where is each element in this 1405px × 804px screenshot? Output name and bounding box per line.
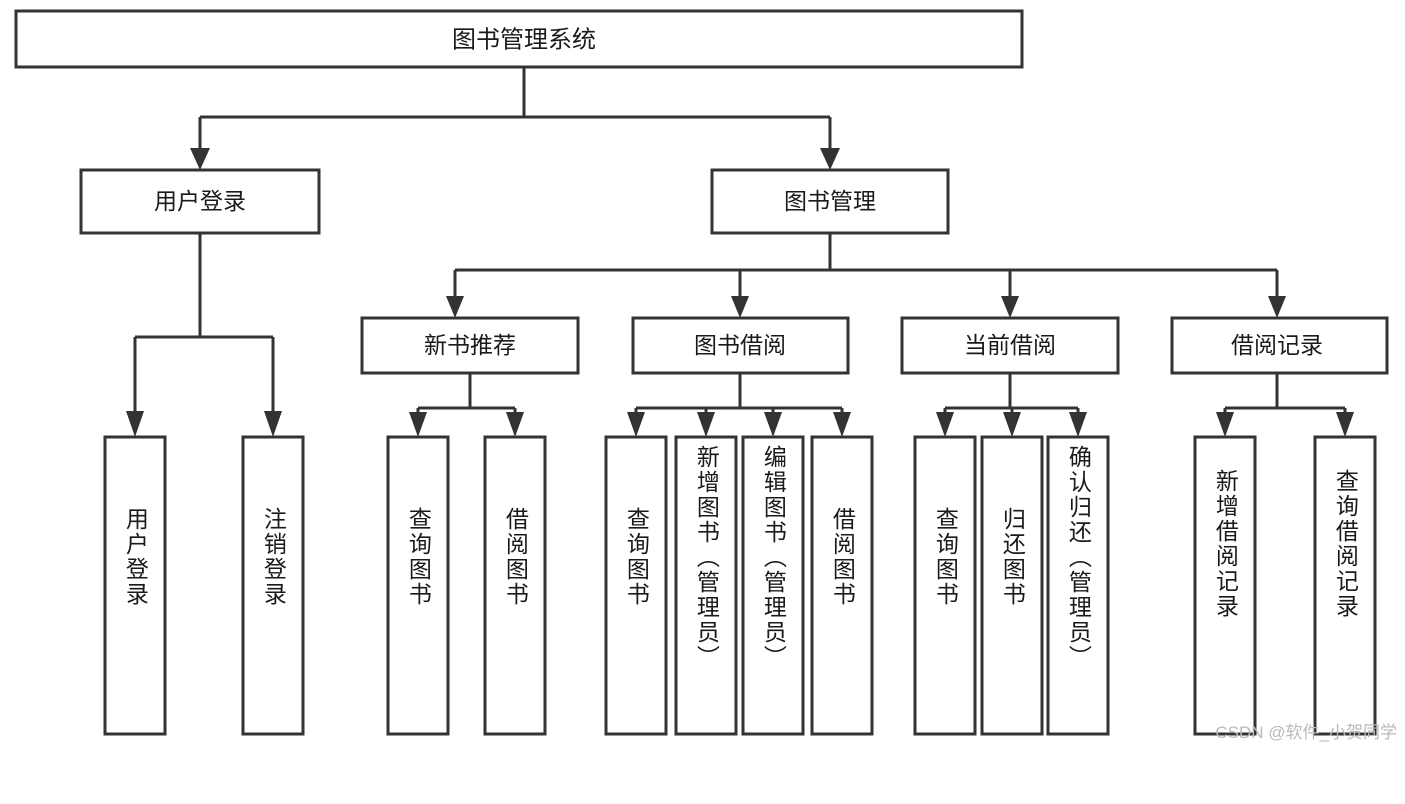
leaf-box-logout[interactable] <box>241 435 305 736</box>
node-borrow-record-box[interactable] <box>1170 316 1389 375</box>
node-current-borrow-box[interactable] <box>900 316 1120 375</box>
node-new-book-recommend-label: 新书推荐 <box>424 332 516 358</box>
arrow-to-leaf-edit-book <box>764 412 782 437</box>
arrow-to-book-borrow <box>731 296 749 318</box>
arrow-to-new-book <box>446 296 464 318</box>
leaf-box-group <box>103 435 1377 736</box>
node-borrow-record[interactable]: 借阅记录 <box>1170 316 1389 375</box>
node-borrow-record-label: 借阅记录 <box>1231 332 1323 358</box>
node-new-book-recommend[interactable]: 新书推荐 <box>360 316 580 375</box>
leaf-box-user-login[interactable] <box>103 435 167 736</box>
arrow-to-leaf-confirm-return <box>1069 412 1087 437</box>
leaf-box-add-book[interactable] <box>674 435 738 736</box>
edge-group-currentborrow-children <box>936 373 1087 437</box>
node-root-label: 图书管理系统 <box>452 26 596 53</box>
leaf-box-edit-book[interactable] <box>741 435 805 736</box>
edge-group-newbook-children <box>409 373 524 437</box>
node-book-borrow-box[interactable] <box>631 316 850 375</box>
node-current-borrow[interactable]: 当前借阅 <box>900 316 1120 375</box>
arrow-to-leaf-add-book <box>697 412 715 437</box>
leaf-box-query-book-3[interactable] <box>913 435 977 736</box>
arrow-to-book-manage <box>820 148 840 170</box>
node-user-login-label: 用户登录 <box>154 188 246 214</box>
arrow-to-leaf-logout <box>264 411 282 437</box>
edge-group-root-to-level1 <box>190 67 840 170</box>
leaf-box-add-record[interactable] <box>1193 435 1257 736</box>
arrow-to-leaf-return-book <box>1003 412 1021 437</box>
node-current-borrow-label: 当前借阅 <box>964 332 1056 358</box>
leaf-box-return-book[interactable] <box>980 435 1044 736</box>
node-book-borrow[interactable]: 图书借阅 <box>631 316 850 375</box>
node-book-manage-label: 图书管理 <box>784 188 876 214</box>
node-root-box[interactable] <box>14 9 1024 69</box>
arrow-to-user-login <box>190 148 210 170</box>
diagram-canvas: 图书管理系统 用户登录 图书管理 新书推荐 图书借阅 当前借阅 借阅记录 <box>14 9 1397 742</box>
leaf-box-query-book-1[interactable] <box>386 435 450 736</box>
edge-group-userlogin-children <box>126 233 282 437</box>
leaf-box-borrow-book-1[interactable] <box>483 435 547 736</box>
org-chart-svg: 图书管理系统 用户登录 图书管理 新书推荐 图书借阅 当前借阅 借阅记录 <box>14 9 1389 736</box>
arrow-to-leaf-query-book-1 <box>409 412 427 437</box>
node-user-login[interactable]: 用户登录 <box>79 168 321 235</box>
arrow-to-leaf-query-record <box>1336 412 1354 437</box>
arrow-to-leaf-query-book-3 <box>936 412 954 437</box>
arrow-to-borrow-record <box>1268 296 1286 318</box>
node-new-book-recommend-box[interactable] <box>360 316 580 375</box>
arrow-to-leaf-query-book-2 <box>627 412 645 437</box>
arrow-to-leaf-user-login <box>126 411 144 437</box>
arrow-to-current-borrow <box>1001 296 1019 318</box>
arrow-to-leaf-borrow-book-1 <box>506 412 524 437</box>
node-user-login-box[interactable] <box>79 168 321 235</box>
leaf-box-borrow-book-2[interactable] <box>810 435 874 736</box>
edge-group-borrowrecord-children <box>1216 373 1354 437</box>
arrow-to-leaf-add-record <box>1216 412 1234 437</box>
leaf-box-query-record[interactable] <box>1313 435 1377 736</box>
edge-group-bookmanage-to-level2 <box>446 233 1286 318</box>
node-book-borrow-label: 图书借阅 <box>694 332 786 358</box>
leaf-box-query-book-2[interactable] <box>604 435 668 736</box>
edge-group-bookborrow-children <box>627 373 851 437</box>
leaf-box-confirm-return[interactable] <box>1046 435 1110 736</box>
node-book-manage-box[interactable] <box>710 168 950 235</box>
arrow-to-leaf-borrow-book-2 <box>833 412 851 437</box>
node-root-system[interactable]: 图书管理系统 <box>14 9 1024 69</box>
node-book-manage[interactable]: 图书管理 <box>710 168 950 235</box>
